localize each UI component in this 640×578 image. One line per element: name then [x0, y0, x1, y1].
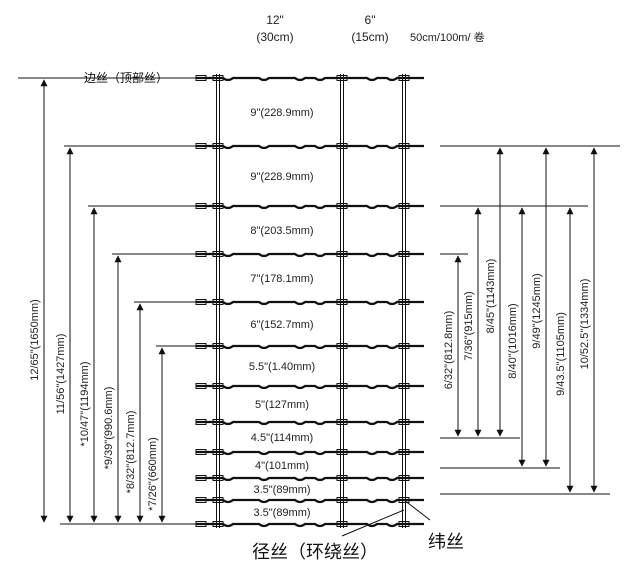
horizontal-wire [196, 522, 424, 528]
knot-mark [195, 497, 207, 503]
spacing-label: 9"(228.9mm) [250, 107, 313, 119]
spacing-label: 8"(203.5mm) [250, 225, 313, 237]
spacing-label: 5"(127mm) [255, 399, 309, 411]
right-height-label: 9/43.5"(1105mm) [555, 312, 567, 396]
vertical-wire-leader [341, 509, 405, 537]
knot-mark [336, 383, 348, 389]
knot-mark [398, 143, 410, 149]
spacing-label: 3.5"(89mm) [253, 484, 310, 496]
spacing-label: 4"(101mm) [255, 460, 309, 472]
spacing-label: 9"(228.9mm) [250, 171, 313, 183]
knot-mark [398, 383, 410, 389]
horizontal-wire [196, 498, 424, 504]
knot-mark [398, 497, 410, 503]
horizontal-wire [196, 204, 424, 210]
knot-mark [195, 383, 207, 389]
knot-mark [336, 449, 348, 455]
knot-mark [398, 449, 410, 455]
knot-mark [398, 521, 410, 527]
left-height-label: 12/65"(1650mm) [29, 299, 41, 381]
knot-mark [212, 449, 224, 455]
horizontal-wire-label: 纬丝 [428, 532, 464, 553]
knot-mark [336, 521, 348, 527]
knot-mark [212, 203, 224, 209]
knot-mark [336, 75, 348, 81]
horizontal-wire [196, 476, 424, 482]
horizontal-wire-leader [403, 499, 431, 521]
knot-mark [398, 75, 410, 81]
knot-mark [336, 251, 348, 257]
knot-mark [336, 475, 348, 481]
knot-mark [336, 497, 348, 503]
left-height-label: *7/26"(660mm) [147, 437, 159, 511]
knot-mark [336, 203, 348, 209]
knot-mark [336, 299, 348, 305]
horizontal-wire [196, 450, 424, 456]
spacing-label: 6"(152.7mm) [250, 319, 313, 331]
horizontal-wire [196, 252, 424, 258]
horizontal-wire [196, 300, 424, 306]
knot-mark [212, 299, 224, 305]
knot-mark [336, 143, 348, 149]
knot-mark [212, 521, 224, 527]
knot-mark [398, 251, 410, 257]
knot-mark [212, 419, 224, 425]
column2-cm-label: (15cm) [351, 30, 388, 44]
right-height-label: 7/36"(915mm) [463, 291, 475, 360]
column1-inch-label: 12" [266, 13, 284, 27]
knot-mark [195, 475, 207, 481]
knot-mark [398, 299, 410, 305]
left-height-label: *8/32"(812.7mm) [125, 411, 137, 494]
spacing-label: 3.5"(89mm) [253, 507, 310, 519]
spacing-label: 5.5"(1.40mm) [249, 361, 315, 373]
generated-marks: 9"(228.9mm) 9"(228.9mm) 8"(203.5mm) 7"(178.… [18, 74, 620, 537]
horizontal-wire [196, 76, 424, 82]
column2-inch-label: 6" [365, 13, 376, 27]
knot-mark [212, 343, 224, 349]
knot-mark [336, 343, 348, 349]
knot-mark [212, 475, 224, 481]
knot-mark [398, 343, 410, 349]
knot-mark [212, 143, 224, 149]
knot-mark [195, 449, 207, 455]
knot-mark [398, 203, 410, 209]
knot-mark [195, 419, 207, 425]
right-height-label: 6/32"(812.8mm) [443, 311, 455, 390]
knot-mark [398, 475, 410, 481]
right-height-label: 9/49"(1245mm) [531, 273, 543, 348]
column1-cm-label: (30cm) [256, 30, 293, 44]
right-height-label: 8/45"(1143mm) [485, 259, 497, 334]
right-height-label: 10/52.5"(1334mm) [579, 279, 591, 370]
spacing-label: 7"(178.1mm) [250, 273, 313, 285]
right-height-label: 8/40"(1016mm) [507, 303, 519, 378]
knot-mark [212, 251, 224, 257]
left-height-label: *9/39"(990.6mm) [103, 387, 115, 470]
knot-mark [212, 75, 224, 81]
horizontal-wire [196, 344, 424, 350]
left-height-label: *10/47"(1194mm) [79, 361, 91, 446]
knot-mark [398, 419, 410, 425]
horizontal-wire [196, 420, 424, 426]
knot-mark [212, 383, 224, 389]
roll-spec-label: 50cm/100m/ 卷 [410, 30, 485, 44]
horizontal-wire [196, 144, 424, 150]
knot-mark [336, 419, 348, 425]
knot-mark [212, 497, 224, 503]
left-height-label: 11/56"(1427mm) [55, 334, 67, 415]
horizontal-wire [196, 384, 424, 390]
spacing-label: 4.5"(114mm) [251, 432, 313, 444]
vertical-wire-label: 径丝（环绕丝） [252, 542, 378, 563]
